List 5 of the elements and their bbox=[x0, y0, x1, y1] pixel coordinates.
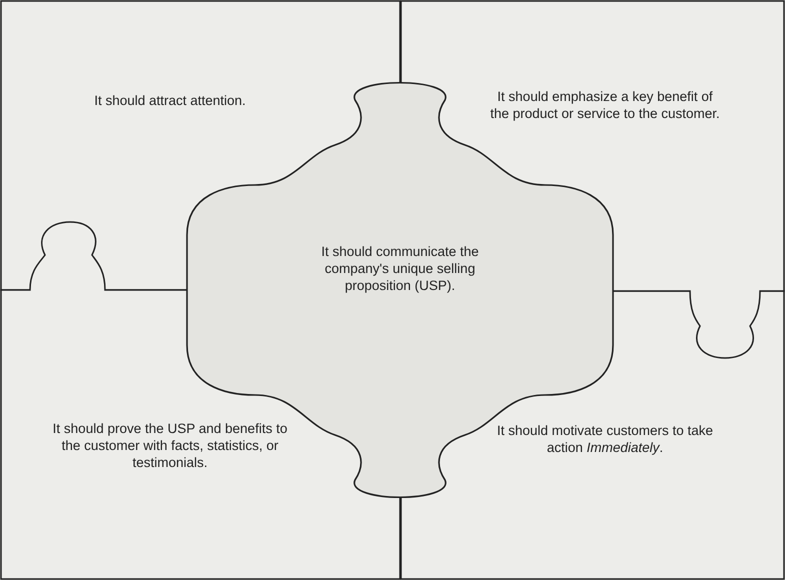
piece-text: It should communicate the company's unique selling proposition (USP). bbox=[320, 243, 480, 294]
piece-text: It should motivate customers to take action Immediately. bbox=[496, 422, 714, 456]
piece-text: It should emphasize a key benefit of the product or service to the customer. bbox=[490, 88, 720, 122]
piece-text: It should prove the USP and benefits to the customer with facts, statistics, or testimonials. bbox=[52, 420, 288, 471]
piece-text: It should attract attention. bbox=[93, 92, 247, 109]
